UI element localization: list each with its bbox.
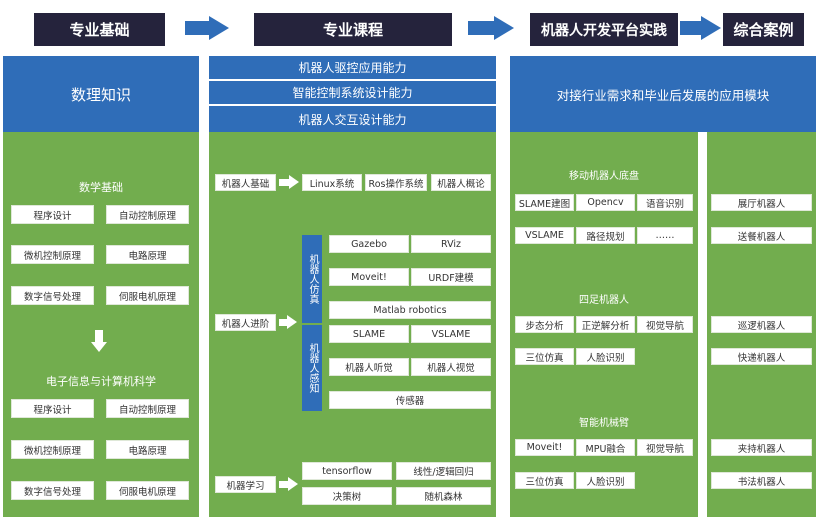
col1-s1-item-1: 自动控制原理 <box>106 205 189 224</box>
col3-s0-item-5: …… <box>637 227 693 244</box>
col3-section0-title: 移动机器人底盘 <box>569 171 639 182</box>
col2-percep-item-0: SLAME <box>329 325 409 343</box>
col1-s1-item-2: 微机控制原理 <box>11 245 94 264</box>
col2-ml-item-3: 随机森林 <box>396 487 491 505</box>
header-professional-courses: 专业课程 <box>254 13 452 46</box>
col1-s2-item-0: 程序设计 <box>11 399 94 418</box>
col4-item-2: 巡逻机器人 <box>711 316 812 333</box>
col2-percep-label: 机器人感知 <box>302 325 322 411</box>
col4-item-4: 夹持机器人 <box>711 439 812 456</box>
col1-s2-item-5: 伺服电机原理 <box>106 481 189 500</box>
col2-basic-item-1: Ros操作系统 <box>365 174 427 191</box>
col2-bar-0: 机器人驱控应用能力 <box>209 56 496 81</box>
col2-basic-item-0: Linux系统 <box>302 174 362 191</box>
col3-s1-item-4: 人脸识别 <box>576 348 635 365</box>
col2-sim-item-3: URDF建模 <box>411 268 491 286</box>
col4-item-3: 快递机器人 <box>711 348 812 365</box>
col1-title: 数理知识 <box>70 85 131 104</box>
col3-s0-item-4: 路径规划 <box>576 227 635 244</box>
col2-percep-item-1: VSLAME <box>411 325 491 343</box>
col2-sim-item-1: RViz <box>411 235 491 253</box>
col3-s0-item-2: 语音识别 <box>637 194 693 211</box>
col1-title-block: 数理知识 <box>3 56 199 132</box>
col1-s1-item-5: 伺服电机原理 <box>106 286 189 305</box>
col3-title-block: 对接行业需求和毕业后发展的应用模块 <box>510 56 816 132</box>
col1-s1-item-0: 程序设计 <box>11 205 94 224</box>
col3-s0-item-1: Opencv <box>576 194 635 211</box>
col2-percep-item-2: 机器人听觉 <box>329 358 409 376</box>
col2-advanced-arrow-head <box>287 315 297 329</box>
col2-sim-item-2: Moveit! <box>329 268 409 286</box>
col2-sim-item-0: Gazebo <box>329 235 409 253</box>
col3-s1-item-2: 视觉导航 <box>637 316 693 333</box>
header-case-studies: 综合案例 <box>723 13 804 46</box>
col2-ml-item-0: tensorflow <box>302 462 392 480</box>
col3-s2-item-1: MPU融合 <box>576 439 635 456</box>
col1-section2-title: 电子信息与计算机科学 <box>46 375 156 388</box>
col3-section1-title: 四足机器人 <box>579 295 629 306</box>
col2-percep-item-3: 机器人视觉 <box>411 358 491 376</box>
down-arrow-icon <box>95 330 103 342</box>
col1-s2-item-2: 微机控制原理 <box>11 440 94 459</box>
header-arrow-2 <box>468 21 494 35</box>
col2-bar-1: 智能控制系统设计能力 <box>209 81 496 106</box>
col3-title: 对接行业需求和毕业后发展的应用模块 <box>556 87 770 103</box>
col3-section2-title: 智能机械臂 <box>579 418 629 429</box>
col1-s2-item-4: 数字信号处理 <box>11 481 94 500</box>
col2-basic-arrow-head <box>289 175 299 189</box>
col4-item-0: 展厅机器人 <box>711 194 812 211</box>
col1-section1-title: 数学基础 <box>79 181 123 194</box>
col3-s1-item-3: 三位仿真 <box>515 348 574 365</box>
col1-s2-item-3: 电路原理 <box>106 440 189 459</box>
col1-s2-item-1: 自动控制原理 <box>106 399 189 418</box>
header-arrow-3 <box>680 21 702 35</box>
col3-s2-item-2: 视觉导航 <box>637 439 693 456</box>
col2-ml-item-1: 线性/逻辑回归 <box>396 462 491 480</box>
col2-advanced-label: 机器人进阶 <box>215 314 276 331</box>
col2-basic-label: 机器人基础 <box>215 174 276 191</box>
col2-basic-item-2: 机器人概论 <box>431 174 491 191</box>
header-arrow-2-head <box>494 16 514 40</box>
header-platform-practice: 机器人开发平台实践 <box>530 13 678 46</box>
col2-ml-item-2: 决策树 <box>302 487 392 505</box>
header-arrow-1 <box>185 21 209 35</box>
col2-percep-item-4: 传感器 <box>329 391 491 409</box>
col3-s2-item-4: 人脸识别 <box>576 472 635 489</box>
col3-s2-item-0: Moveit! <box>515 439 574 456</box>
col4-item-1: 送餐机器人 <box>711 227 812 244</box>
col2-basic-arrow <box>279 179 289 186</box>
col2-ml-label: 机器学习 <box>215 476 276 493</box>
col4-item-5: 书法机器人 <box>711 472 812 489</box>
down-arrow-icon-head <box>91 342 107 352</box>
col2-ml-arrow-head <box>288 477 298 491</box>
col3-s0-item-0: SLAME建图 <box>515 194 574 211</box>
col2-advanced-arrow <box>279 319 287 326</box>
header-professional-basics: 专业基础 <box>34 13 165 46</box>
col3-s0-item-3: VSLAME <box>515 227 574 244</box>
col2-sim-item-4: Matlab robotics <box>329 301 491 319</box>
col2-bar-2: 机器人交互设计能力 <box>209 106 496 132</box>
col3-s1-item-0: 步态分析 <box>515 316 574 333</box>
col2-ml-arrow <box>279 481 288 488</box>
col3-s2-item-3: 三位仿真 <box>515 472 574 489</box>
col2-sim-label: 机器人仿真 <box>302 235 322 323</box>
col3-s1-item-1: 正逆解分析 <box>576 316 635 333</box>
header-arrow-1-head <box>209 16 229 40</box>
col1-s1-item-3: 电路原理 <box>106 245 189 264</box>
header-arrow-3-head <box>701 16 721 40</box>
col1-s1-item-4: 数字信号处理 <box>11 286 94 305</box>
